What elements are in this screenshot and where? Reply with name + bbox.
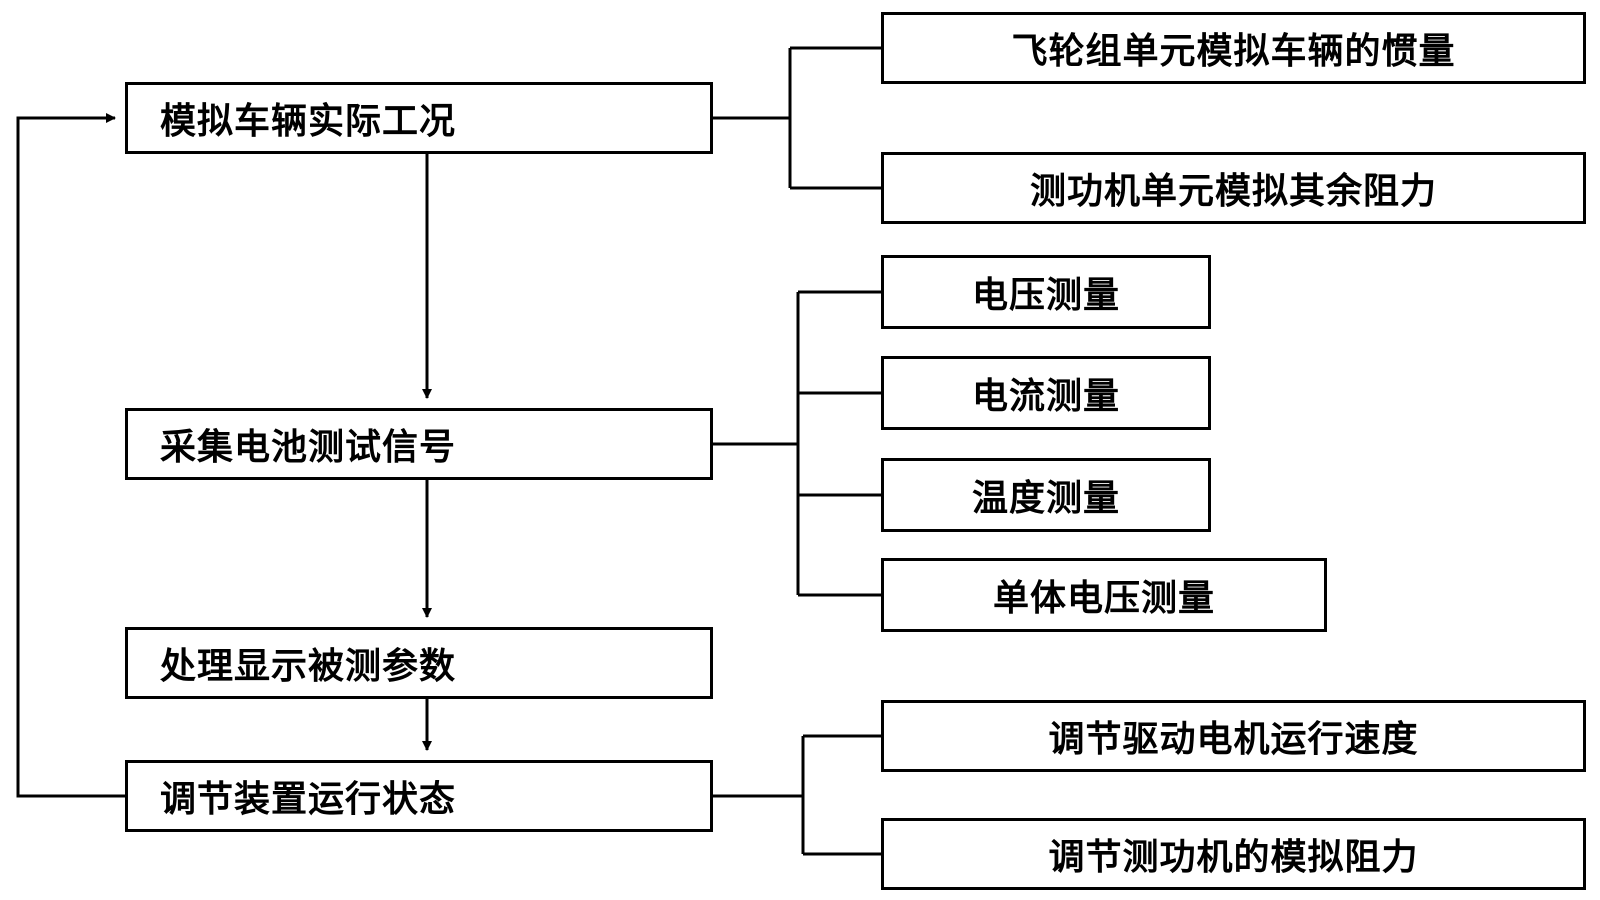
branch-label: 测功机单元模拟其余阻力 [1029,171,1437,212]
current-measurement-box: 电流测量 [881,356,1211,430]
branch-label: 调节驱动电机运行速度 [1048,719,1419,760]
bracket-acquire [713,290,881,597]
branch-label: 调节测功机的模拟阻力 [1048,837,1419,878]
adjust-motor-speed-box: 调节驱动电机运行速度 [881,700,1586,772]
adjust-dynamometer-resistance-box: 调节测功机的模拟阻力 [881,818,1586,890]
feedback-loop-arrow [16,113,125,798]
step-label: 调节装置运行状态 [160,779,457,820]
branch-label: 温度测量 [971,478,1120,519]
step-simulate-vehicle-conditions: 模拟车辆实际工况 [125,82,713,154]
bracket-simulate [713,46,881,190]
step-acquire-battery-signals: 采集电池测试信号 [125,408,713,480]
step-adjust-device-state: 调节装置运行状态 [125,760,713,832]
bracket-adjust [713,734,881,856]
branch-label: 飞轮组单元模拟车辆的惯量 [1011,31,1456,72]
dynamometer-resistance-box: 测功机单元模拟其余阻力 [881,152,1586,224]
branch-label: 电压测量 [971,275,1120,316]
step-label: 处理显示被测参数 [160,646,457,687]
branch-label: 电流测量 [971,376,1120,417]
temperature-measurement-box: 温度测量 [881,458,1211,532]
step-process-display-parameters: 处理显示被测参数 [125,627,713,699]
flywheel-inertia-box: 飞轮组单元模拟车辆的惯量 [881,12,1586,84]
step-label: 模拟车辆实际工况 [160,101,457,142]
step-label: 采集电池测试信号 [160,427,457,468]
voltage-measurement-box: 电压测量 [881,255,1211,329]
branch-label: 单体电压测量 [992,578,1215,619]
cell-voltage-measurement-box: 单体电压测量 [881,558,1327,632]
